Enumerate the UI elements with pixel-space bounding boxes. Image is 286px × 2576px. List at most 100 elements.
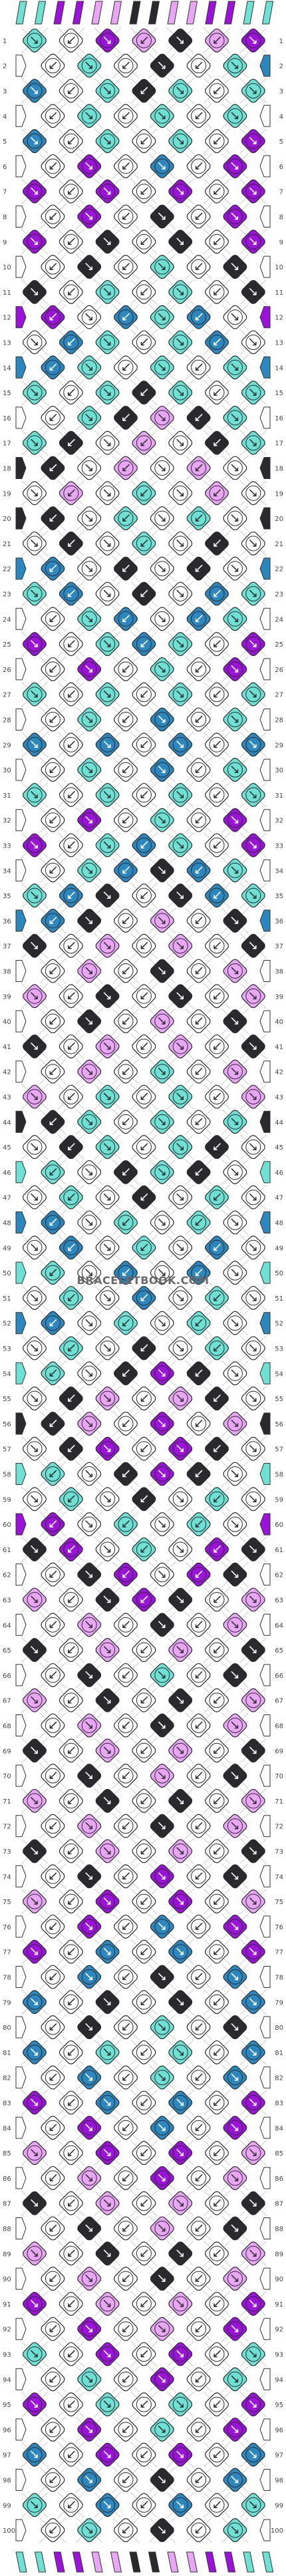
row-number-right: 4 [279,113,283,120]
knot-arrow [195,615,203,623]
knot-arrow [122,212,130,220]
knot-arrow [158,514,166,522]
row-number-left: 75 [3,1899,11,1906]
knot-arrow [176,1092,184,1100]
strand-tail-bottom [110,2551,122,2573]
knot-arrow [249,37,257,44]
knot-arrow [31,1143,38,1150]
row-number-left: 99 [3,2502,11,2509]
row-number-left: 44 [3,1119,11,1126]
knot-arrow [49,112,57,120]
row-number-left: 33 [3,843,11,850]
knot-arrow [231,665,239,673]
knot-arrow [68,438,75,446]
row-number-left: 46 [3,1170,11,1177]
knot-arrow [214,137,221,144]
row-number-left: 6 [3,164,7,171]
knot-arrow [158,212,166,220]
edge-knot-right [259,1714,271,1736]
row-number-right: 72 [275,1824,283,1831]
knot-arrow [103,1193,111,1201]
edge-knot-left [15,507,27,530]
row-number-left: 72 [3,1824,11,1831]
knot-arrow [49,1218,57,1226]
row-number-right: 90 [275,2276,283,2283]
knot-arrow [231,464,239,472]
knot-arrow [31,540,38,547]
knot-arrow [49,564,57,572]
knot-arrow [140,1243,148,1251]
edge-knot-left [15,607,27,630]
row-number-left: 3 [3,88,7,96]
row-number-right: 89 [275,2251,283,2258]
edge-knot-right [259,104,271,127]
knot-arrow [249,891,257,899]
row-number-right: 74 [275,1873,283,1881]
knot-arrow [140,288,148,295]
row-number-left: 66 [3,1673,11,1680]
knot-arrow [49,1168,57,1176]
knot-arrow [103,589,111,597]
knot-arrow [122,61,130,69]
edge-knot-left [15,457,27,479]
row-number-right: 56 [275,1421,283,1428]
row-number-right: 68 [275,1723,283,1730]
knot-arrow [140,1193,148,1201]
row-number-right: 48 [275,1220,283,1227]
edge-knot-right [259,2318,271,2340]
knot-arrow [214,438,221,446]
row-number-left: 92 [3,2327,11,2334]
row-number-right: 14 [275,365,283,372]
knot-arrow [31,137,38,144]
row-number-right: 5 [279,138,283,146]
knot-arrow [103,640,111,647]
knot-arrow [249,589,257,597]
edge-knot-left [15,960,27,982]
row-number-right: 88 [275,2226,283,2233]
row-number-right: 46 [275,1170,283,1177]
knot-arrow [176,992,184,1000]
row-number-left: 95 [3,2402,11,2409]
knot-arrow [176,238,184,245]
knot-arrow [176,540,184,547]
knot-arrow [214,640,221,647]
row-number-right: 17 [275,440,283,448]
row-number-left: 34 [3,868,11,875]
row-number-right: 60 [275,1522,283,1529]
row-number-left: 80 [3,2024,11,2032]
knot-arrow [158,1067,166,1075]
strand-tail-bottom [91,2551,103,2573]
edge-knot-left [15,2469,27,2491]
row-number-left: 5 [3,138,7,146]
strand-tail-top [129,1,141,25]
row-number-right: 26 [275,667,283,674]
knot-arrow [103,438,111,446]
knot-arrow [249,489,257,497]
knot-arrow [140,489,148,497]
row-number-right: 27 [275,692,283,699]
knot-arrow [231,414,239,421]
row-number-left: 18 [3,466,11,473]
knot-arrow [176,1243,184,1251]
row-number-left: 17 [3,440,11,448]
edge-knot-right [259,1463,271,1485]
knot-arrow [214,1193,221,1201]
edge-knot-left [15,1412,27,1435]
row-number-left: 94 [3,2376,11,2384]
knot-arrow [103,1143,111,1150]
edge-knot-right [259,206,271,228]
knot-arrow [85,766,92,773]
knot-arrow [49,414,57,421]
knot-arrow [103,891,111,899]
knot-arrow [85,1218,92,1226]
knot-arrow [85,263,92,270]
row-number-right: 70 [275,1773,283,1780]
knot-arrow [49,313,57,321]
knot-arrow [249,992,257,1000]
edge-knot-right [259,255,271,278]
edge-knot-left [15,2066,27,2089]
strand-tail-top [34,1,47,25]
knot-arrow [140,1092,148,1100]
knot-arrow [122,112,130,120]
knot-arrow [140,589,148,597]
